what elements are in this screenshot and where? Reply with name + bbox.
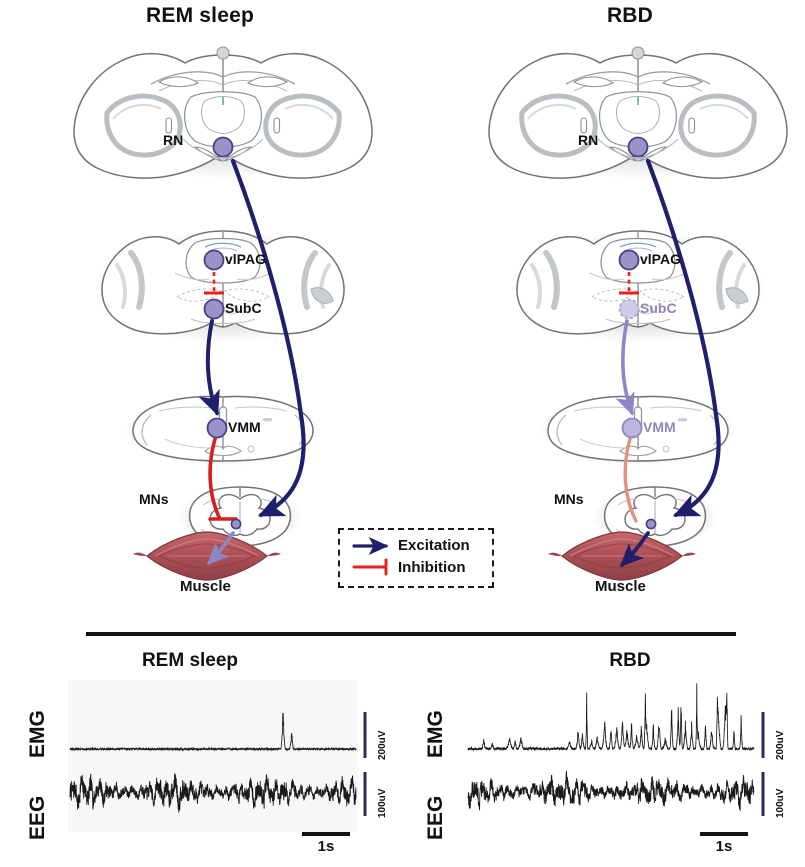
connection-vmm-to-mns bbox=[623, 437, 638, 523]
connection-vmm-to-mns bbox=[208, 437, 221, 519]
panel-title-right: RBD bbox=[606, 4, 654, 27]
connection-subc-to-vmm bbox=[198, 319, 220, 416]
eeg-scale-label-left: 100uV bbox=[377, 788, 388, 818]
trace-title-left: REM sleep bbox=[141, 650, 239, 671]
node-label-subc-left: SubC bbox=[225, 300, 262, 316]
circuit-diagram-rem bbox=[73, 46, 373, 581]
scale-bars-left bbox=[363, 712, 367, 816]
node-rn bbox=[627, 136, 649, 158]
time-scalebar-left bbox=[302, 832, 350, 836]
time-scale-label-left: 1s bbox=[317, 838, 335, 855]
node-label-muscle-left: Muscle bbox=[180, 578, 231, 595]
trace-title-right: RBD bbox=[609, 650, 651, 671]
connection-rn-to-mns bbox=[645, 158, 721, 518]
brain-slice-pons-left bbox=[95, 230, 351, 343]
node-label-vlpag-left: vlPAG bbox=[225, 251, 266, 267]
node-label-vmm-right: VMM bbox=[643, 419, 676, 435]
channel-label-emg-left: EMG bbox=[26, 710, 49, 758]
node-vlpag bbox=[203, 249, 225, 271]
section-divider bbox=[86, 632, 736, 636]
node-rn bbox=[212, 136, 234, 158]
node-label-muscle-right: Muscle bbox=[595, 578, 646, 595]
brain-slice-pons-right bbox=[510, 230, 766, 343]
trace-plot-right bbox=[467, 683, 755, 812]
legend-icons bbox=[352, 537, 389, 576]
node-label-rn-left: RN bbox=[163, 132, 184, 148]
legend-label-excitation: Excitation bbox=[398, 537, 470, 554]
scale-bars-right bbox=[761, 712, 765, 816]
channel-label-eeg-right: EEG bbox=[424, 795, 447, 840]
node-label-vmm-left: VMM bbox=[228, 419, 261, 435]
node-label-mns-right: MNs bbox=[554, 491, 584, 507]
panel-title-left: REM sleep bbox=[146, 4, 254, 27]
eeg-trace-left bbox=[69, 773, 357, 813]
brain-slice-midbrain-right bbox=[488, 46, 788, 179]
emg-panel-bg-left bbox=[68, 680, 358, 832]
connection-mns-to-muscle bbox=[206, 531, 235, 566]
channel-label-emg-right: EMG bbox=[424, 710, 447, 758]
brain-slice-midbrain-left bbox=[73, 46, 373, 179]
connection-rn-to-mns bbox=[230, 158, 306, 518]
emg-trace-right bbox=[467, 683, 755, 752]
node-subc bbox=[618, 298, 640, 320]
connection-subc-to-vmm bbox=[615, 319, 635, 416]
node-label-subc-right: SubC bbox=[640, 300, 677, 316]
node-label-rn-right: RN bbox=[578, 132, 599, 148]
inhibition-tbar-icon bbox=[352, 558, 388, 576]
connection-mns-to-muscle bbox=[619, 531, 650, 568]
legend-box: Excitation Inhibition bbox=[338, 528, 494, 588]
time-scalebar-right bbox=[700, 832, 748, 836]
emg-trace-left bbox=[69, 712, 357, 752]
node-mn bbox=[230, 518, 242, 530]
trace-plot-left bbox=[69, 712, 357, 813]
node-vmm bbox=[621, 417, 643, 439]
node-mn bbox=[645, 518, 657, 530]
node-label-vlpag-right: vlPAG bbox=[640, 251, 681, 267]
emg-scale-label-left: 200uV bbox=[377, 730, 388, 760]
time-scale-label-right: 1s bbox=[715, 838, 733, 855]
eeg-scale-label-right: 100uV bbox=[775, 788, 786, 818]
circuit-diagram-rbd bbox=[488, 46, 788, 581]
node-subc bbox=[203, 298, 225, 320]
node-vmm bbox=[206, 417, 228, 439]
channel-label-eeg-left: EEG bbox=[26, 795, 49, 840]
eeg-trace-right bbox=[467, 770, 755, 812]
node-label-mns-left: MNs bbox=[139, 491, 169, 507]
legend-label-inhibition: Inhibition bbox=[398, 559, 466, 576]
node-vlpag bbox=[618, 249, 640, 271]
emg-scale-label-right: 200uV bbox=[775, 730, 786, 760]
